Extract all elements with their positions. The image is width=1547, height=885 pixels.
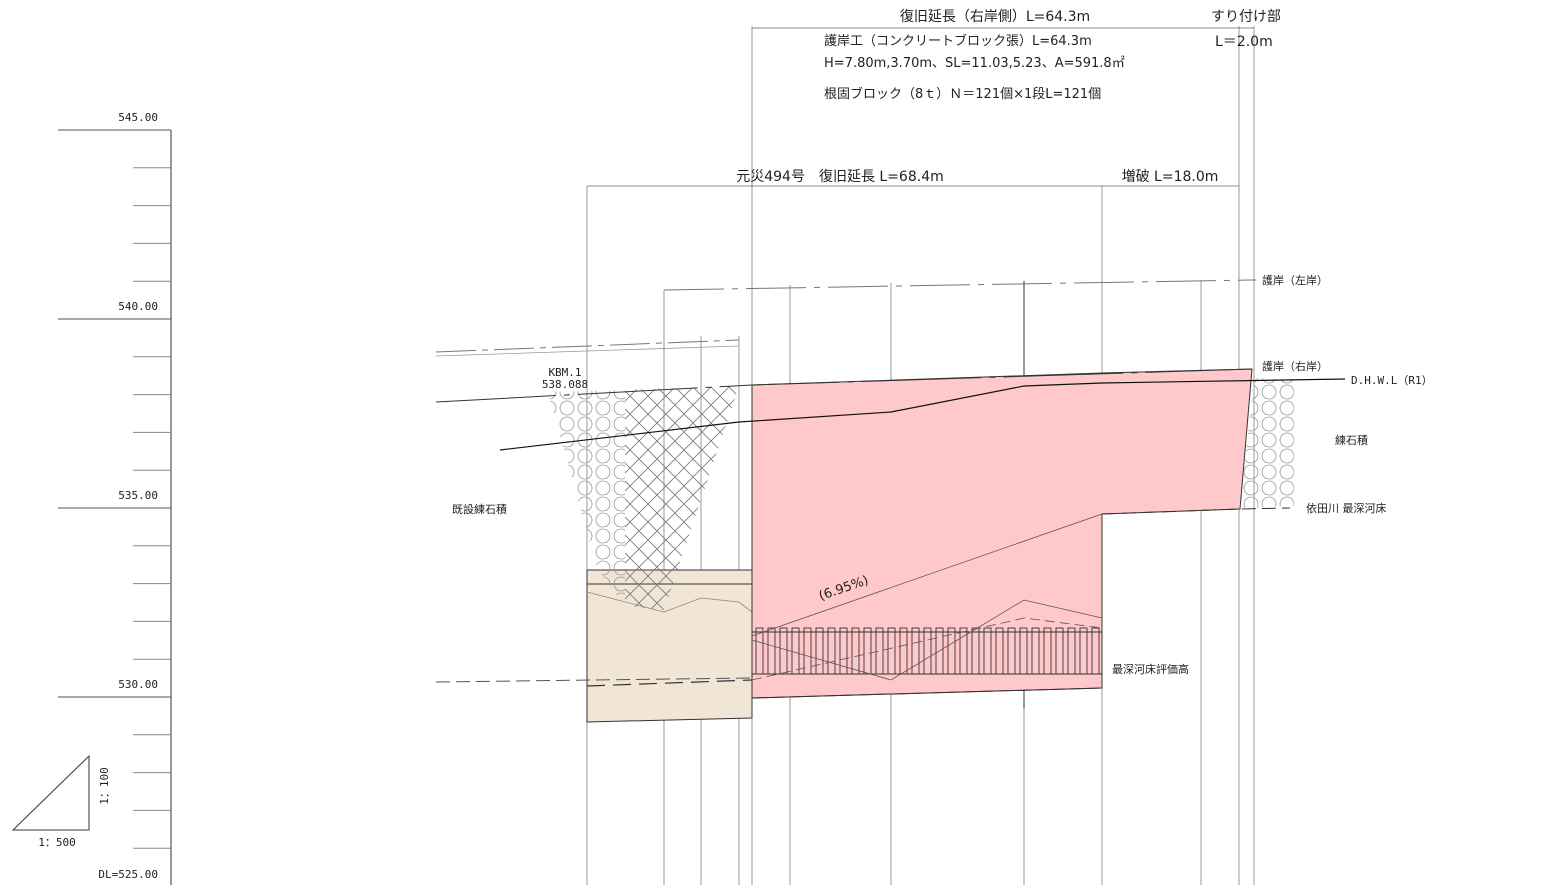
footing-block — [887, 627, 896, 675]
footing-block — [827, 627, 836, 675]
footing-block — [1043, 627, 1052, 675]
footing-block — [983, 627, 992, 675]
footing-block — [803, 627, 812, 675]
label-left-bank: 護岸（左岸） — [1262, 273, 1328, 287]
level-label-545: 545.00 — [118, 111, 158, 124]
label-riverbed: 依田川 最深河床 — [1306, 501, 1387, 515]
dim-recovery-right: 復旧延長（右岸側）L=64.3m — [900, 8, 1090, 25]
footing-block — [911, 627, 920, 675]
dim-tie-in-length: L＝2.0m — [1215, 34, 1273, 50]
revetment-area — [751, 368, 1253, 699]
footing-block — [1031, 627, 1040, 675]
footing-block — [971, 627, 980, 675]
footing-block — [851, 627, 860, 675]
footing-block — [923, 627, 932, 675]
footing-block — [899, 627, 908, 675]
label-kbm-name: KBM.1 — [548, 366, 581, 379]
dim-disaster-recovery: 元災494号 復旧延長 L=68.4m — [736, 168, 944, 185]
existing-masonry-hatch — [625, 386, 739, 610]
elevation-scale: 545.00 540.00 535.00 530.00 DL=525.00 — [58, 111, 172, 885]
footing-block — [1079, 627, 1088, 675]
footing-block — [935, 627, 944, 675]
dimension-lines — [587, 27, 1254, 187]
datum-label: DL=525.00 — [98, 868, 158, 881]
label-masonry: 練石積 — [1335, 433, 1368, 447]
footing-block — [755, 627, 764, 675]
footing-block — [839, 627, 848, 675]
dim-footing-block: 根固ブロック（8ｔ）Ｎ＝121個×1段L=121個 — [824, 86, 1101, 102]
scale-triangle: 1：500 1：100 — [11, 754, 111, 849]
level-label-530: 530.00 — [118, 678, 158, 691]
footing-block — [995, 627, 1004, 675]
level-label-535: 535.00 — [118, 489, 158, 502]
footing-block — [1019, 627, 1028, 675]
footing-block — [1091, 627, 1100, 675]
footing-block — [1067, 627, 1076, 675]
footing-block — [947, 627, 956, 675]
existing-masonry-stones — [548, 390, 625, 606]
footing-block — [791, 627, 800, 675]
dim-revetment: 護岸工（コンクリートブロック張）L=64.3m — [824, 33, 1092, 49]
dim-revetment-spec: H=7.80m,3.70m、SL=11.03,5.23、A=591.8㎡ — [824, 56, 1125, 71]
footing-block — [959, 627, 968, 675]
label-kbm-value: 538.088 — [542, 378, 588, 391]
footing-block — [1055, 627, 1064, 675]
scale-ratio-horizontal: 1：500 — [38, 836, 76, 849]
scale-ratio-vertical: 1：100 — [98, 767, 111, 805]
footing-block — [767, 627, 776, 675]
footing-blocks-row — [751, 627, 1103, 675]
label-dhwl: D.H.W.L（R1） — [1351, 374, 1433, 387]
footing-block — [779, 627, 788, 675]
footing-block — [1007, 627, 1016, 675]
footing-block — [863, 627, 872, 675]
profile-lines — [435, 279, 1346, 699]
right-masonry-stones — [1240, 378, 1294, 508]
label-existing-masonry: 既設練石積 — [452, 502, 507, 516]
label-right-bank: 護岸（右岸） — [1262, 359, 1328, 373]
dim-tie-in: すり付け部 — [1211, 9, 1281, 25]
footing-block — [875, 627, 884, 675]
dim-extension: 増破 L=18.0m — [1122, 169, 1219, 185]
footing-block — [815, 627, 824, 675]
label-riverbed-eval: 最深河床評価高 — [1112, 662, 1189, 676]
level-label-540: 540.00 — [118, 300, 158, 313]
